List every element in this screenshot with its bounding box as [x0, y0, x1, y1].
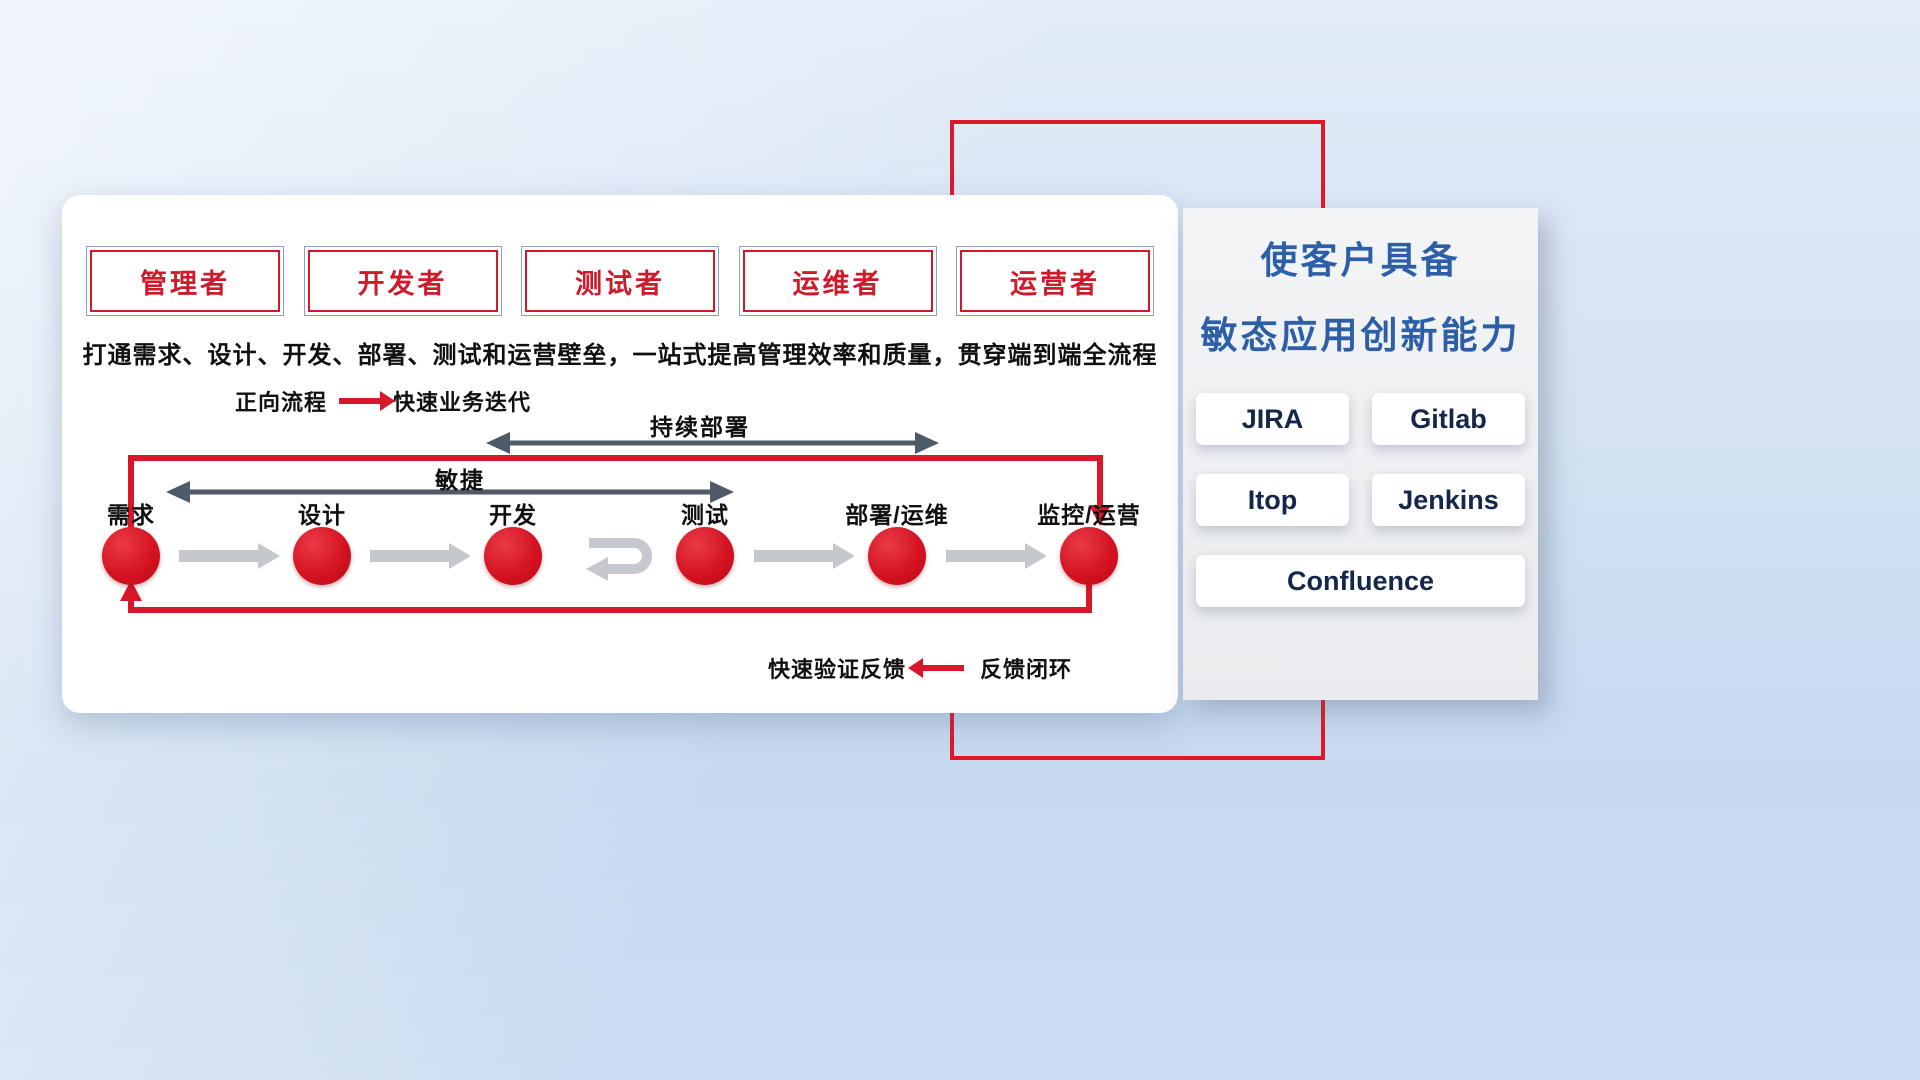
role-box-manager: 管理者 [86, 246, 284, 316]
roles-row: 管理者 开发者 测试者 运维者 运营者 [86, 246, 1154, 316]
continuous-deploy-arrowhead-right-icon [915, 432, 939, 454]
tool-grid: JIRA Gitlab Itop Jenkins Confluence [1196, 393, 1525, 608]
flow-lines-graphic [120, 432, 1111, 613]
feedback-arrow-icon [922, 665, 965, 671]
node-label-requirements: 需求 [107, 502, 155, 528]
feedback-label: 快速验证反馈 [768, 657, 907, 682]
agile-arrowhead-left-icon [166, 481, 190, 503]
flow-arrow-2-head-icon [449, 543, 471, 569]
description-text: 打通需求、设计、开发、部署、测试和运营壁垒，一站式提高管理效率和质量，贯穿端到端… [82, 342, 1158, 369]
iteration-loop-arrowhead-icon [586, 557, 608, 581]
forward-arrow-icon [339, 398, 382, 404]
agile-arrowhead-right-icon [710, 481, 734, 503]
tool-jenkins: Jenkins [1372, 474, 1525, 527]
node-label-develop: 开发 [489, 502, 537, 528]
legend-forward: 正向流程 快速业务迭代 [235, 387, 531, 415]
panel-title-line2: 敏态应用创新能力 [1200, 314, 1521, 356]
tool-confluence: Confluence [1196, 555, 1525, 608]
node-label-test: 测试 [681, 502, 729, 528]
role-box-tester: 测试者 [521, 246, 719, 316]
iteration-loop-icon [589, 538, 652, 574]
tool-jira: JIRA [1196, 393, 1349, 446]
node-label-deploy-ops: 部署/运维 [845, 502, 949, 528]
role-box-developer: 开发者 [303, 246, 502, 316]
feedback-loop-arrowhead-icon [120, 580, 142, 601]
feedback-loop-line [128, 585, 1092, 613]
forward-flow-label: 正向流程 [235, 390, 328, 415]
tool-gitlab: Gitlab [1372, 393, 1525, 446]
forward-loop-line [128, 455, 1103, 533]
flow-arrow-3-head-icon [833, 543, 855, 569]
devops-flow-card: 管理者 开发者 测试者 运维者 运营者 打通需求、设计、开发、部署、测试和运营壁… [62, 195, 1178, 713]
panel-title-line1: 使客户具备 [1260, 240, 1461, 281]
flow-arrow-4-head-icon [1025, 543, 1047, 569]
role-box-business: 运营者 [956, 246, 1154, 316]
flow-arrow-1-head-icon [258, 543, 280, 569]
node-requirements-icon [102, 527, 160, 585]
node-label-monitor: 监控/运营 [1037, 502, 1141, 528]
node-test-icon [676, 527, 734, 585]
forward-loop-arrowhead-icon [1089, 505, 1111, 526]
tool-itop: Itop [1196, 474, 1349, 527]
feedback-value: 反馈闭环 [980, 657, 1073, 682]
role-box-ops: 运维者 [738, 246, 937, 316]
agile-label: 敏捷 [435, 467, 485, 493]
continuous-deploy-arrowhead-left-icon [486, 432, 510, 454]
capability-panel: 使客户具备 敏态应用创新能力 JIRA Gitlab Itop Jenkins … [1183, 208, 1538, 700]
node-label-design: 设计 [298, 502, 346, 528]
node-design-icon [293, 527, 351, 585]
node-monitor-icon [1060, 527, 1118, 585]
node-deploy-ops-icon [868, 527, 926, 585]
legend-feedback: 快速验证反馈 反馈闭环 [768, 654, 1072, 682]
continuous-deploy-label: 持续部署 [650, 414, 750, 440]
forward-flow-value: 快速业务迭代 [393, 390, 532, 415]
panel-title: 使客户具备 敏态应用创新能力 [1183, 208, 1538, 357]
node-develop-icon [484, 527, 542, 585]
